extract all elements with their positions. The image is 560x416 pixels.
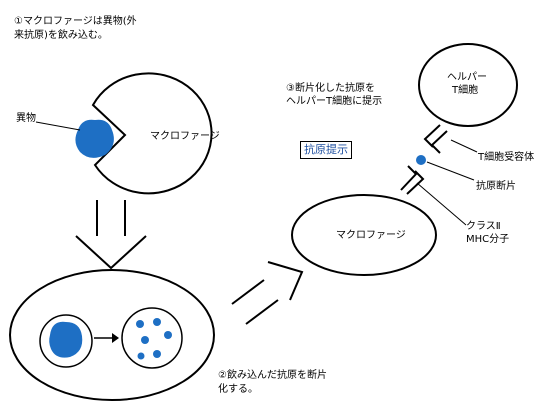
fragment-dot xyxy=(153,318,161,326)
tcr-label-line xyxy=(450,139,478,153)
step2-line2: 化する。 xyxy=(218,384,258,395)
phagosome-fragments xyxy=(121,307,183,369)
antigen-fragment-dot xyxy=(416,155,426,165)
step1-line1: ①マクロファージは異物(外 xyxy=(14,16,137,27)
foreign-label-line xyxy=(35,121,81,131)
fragment-dot xyxy=(153,350,161,358)
label-mhc-line2: MHC分子 xyxy=(466,234,510,245)
double-down-arrow-icon xyxy=(75,200,147,270)
phagosome-antigen-blob xyxy=(49,321,83,358)
antigen-presentation-box: 抗原提示 xyxy=(300,141,352,159)
digest-arrow-head-icon xyxy=(112,333,119,343)
mhc-class2-icon xyxy=(400,165,425,195)
label-macrophage-1: マクロファージ xyxy=(150,131,220,142)
step3-line2: ヘルパーT細胞に提示 xyxy=(286,96,383,107)
step3-line1: ③断片化した抗原を xyxy=(286,83,375,94)
foreign-body-blob xyxy=(75,119,114,158)
double-diagonal-arrow-icon xyxy=(231,261,304,325)
fragment-label-line xyxy=(426,161,475,181)
mhc-label-line xyxy=(416,182,467,226)
macrophage-engulfing-shape xyxy=(91,72,213,195)
macrophage-digesting-cell xyxy=(9,269,215,401)
antigen-fragments-group xyxy=(136,318,172,360)
label-helper-t-line2: T細胞 xyxy=(452,85,479,96)
fragment-dot xyxy=(137,352,145,360)
fragment-dot xyxy=(164,331,172,339)
fragment-dot xyxy=(136,320,144,328)
helper-t-cell xyxy=(418,43,518,127)
step1-line2: 来抗原)を飲み込む。 xyxy=(14,30,108,41)
phagosome-whole xyxy=(39,314,93,368)
label-foreign-body: 異物 xyxy=(16,113,36,124)
fragment-dot xyxy=(141,336,149,344)
label-mhc-line1: クラスⅡ xyxy=(466,221,501,232)
macrophage-presenting-cell xyxy=(291,194,437,276)
label-antigen-fragment: 抗原断片 xyxy=(476,181,516,192)
label-macrophage-2: マクロファージ xyxy=(336,230,406,241)
t-cell-receptor-icon xyxy=(423,124,448,154)
label-helper-t-line1: ヘルパー xyxy=(447,72,487,83)
label-t-cell-receptor: T細胞受容体 xyxy=(478,152,535,163)
step2-line1: ②飲み込んだ抗原を断片 xyxy=(218,370,327,381)
